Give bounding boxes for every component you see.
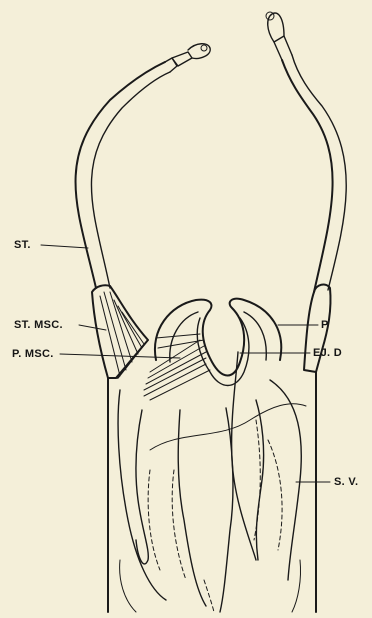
leader-st-msc [79, 325, 106, 330]
label-st: ST. [14, 239, 31, 251]
penis [155, 299, 281, 386]
stylar-muscle [92, 285, 148, 378]
label-p: P [321, 319, 329, 331]
label-s-v: S. V. [334, 476, 358, 488]
penis-muscle [144, 334, 210, 400]
label-st-msc: ST. MSC. [14, 319, 63, 331]
leader-st [41, 245, 88, 248]
leader-p-msc [60, 354, 180, 358]
right-stylus [266, 12, 346, 292]
seminal-vesicles [118, 380, 306, 612]
leader-lines [41, 245, 330, 482]
label-p-msc: P. MSC. [12, 348, 54, 360]
body-wall [108, 340, 316, 612]
internal-dashed-outlines [148, 420, 282, 612]
ejaculatory-duct [232, 352, 256, 560]
label-ej-d: EJ. D [313, 347, 342, 359]
left-stylus [76, 44, 211, 288]
